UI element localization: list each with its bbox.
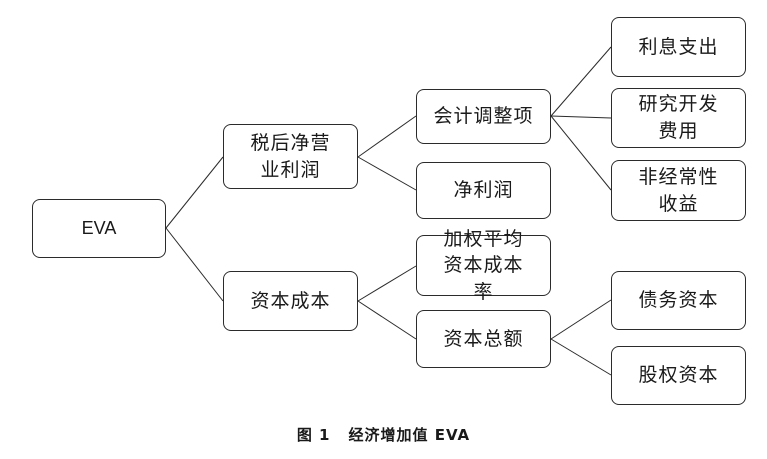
- node-accounting-adjustments-label: 会计调整项: [433, 105, 534, 128]
- edge-adjustments-interest: [550, 46, 612, 117]
- node-eva-label: EVA: [81, 217, 117, 238]
- edge-total-equity: [550, 338, 612, 376]
- node-capital-cost: 资本成本: [223, 271, 358, 331]
- node-net-profit-label: 净利润: [453, 179, 514, 202]
- node-non-recurring: 非经常性收益: [611, 160, 746, 221]
- edge-total-debt: [550, 299, 612, 340]
- edge-nopat-net-profit: [357, 156, 417, 191]
- node-wacc-label: 加权平均资本成本率: [443, 227, 524, 303]
- node-non-recurring-label: 非经常性收益: [638, 165, 719, 215]
- edge-capital-cost-total: [357, 300, 417, 340]
- node-interest-expense: 利息支出: [611, 17, 746, 77]
- node-debt-capital: 债务资本: [611, 271, 746, 330]
- node-debt-capital-label: 债务资本: [638, 289, 719, 312]
- edge-eva-nopat: [165, 156, 224, 229]
- node-nopat-label: 税后净营业利润: [250, 131, 331, 181]
- node-nopat: 税后净营业利润: [223, 124, 358, 189]
- node-equity-capital: 股权资本: [611, 346, 746, 405]
- node-accounting-adjustments: 会计调整项: [416, 89, 551, 144]
- edge-adjustments-nonrecurring: [550, 115, 612, 191]
- node-total-capital: 资本总额: [416, 310, 551, 368]
- figure-title: 经济增加值 EVA: [348, 426, 471, 444]
- node-wacc: 加权平均资本成本率: [416, 228, 551, 303]
- edge-nopat-adjustments: [357, 115, 417, 158]
- edge-adjustments-rd: [550, 115, 612, 119]
- node-eva: EVA: [32, 199, 166, 258]
- figure-number: 图 1: [296, 426, 331, 444]
- edge-eva-capital-cost: [165, 227, 224, 302]
- node-capital-cost-label: 资本成本: [250, 289, 331, 312]
- node-interest-expense-label: 利息支出: [638, 35, 719, 58]
- edge-capital-cost-wacc: [357, 265, 417, 302]
- node-equity-capital-label: 股权资本: [638, 364, 719, 387]
- node-total-capital-label: 资本总额: [443, 327, 524, 350]
- figure-caption: 图 1 经济增加值 EVA: [0, 424, 767, 445]
- node-net-profit: 净利润: [416, 162, 551, 219]
- node-rd-expense-label: 研究开发费用: [638, 93, 719, 142]
- node-rd-expense: 研究开发费用: [611, 88, 746, 148]
